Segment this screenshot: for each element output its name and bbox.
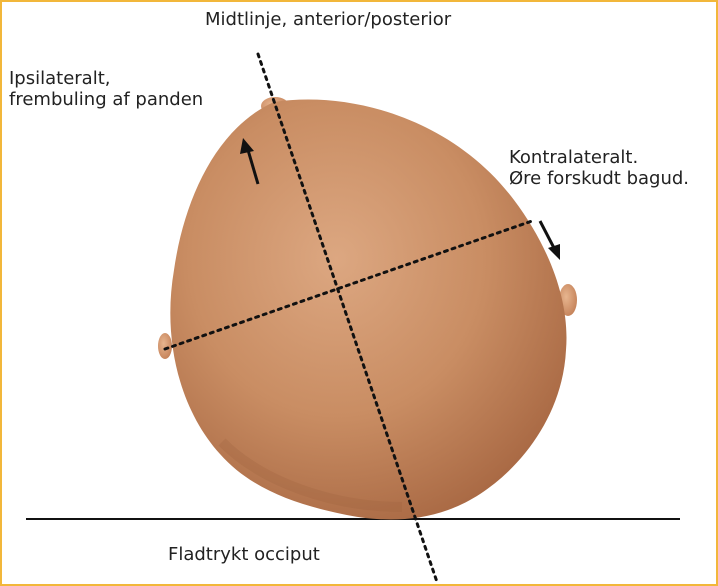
contralateral-label-line2: Øre forskudt bagud. [509,168,689,189]
left-ear [158,333,172,359]
ipsilateral-label-line2: frembuling af panden [9,89,203,110]
occiput-label: Fladtrykt occiput [168,544,320,565]
ipsilateral-label-line1: Ipsilateralt, [9,68,203,89]
contralateral-label-line1: Kontralateralt. [509,147,689,168]
midline-label: Midtlinje, anterior/posterior [205,9,451,30]
ipsilateral-label: Ipsilateralt, frembuling af panden [9,68,203,110]
contralateral-label: Kontralateralt. Øre forskudt bagud. [509,147,689,189]
head-shape [170,99,566,519]
